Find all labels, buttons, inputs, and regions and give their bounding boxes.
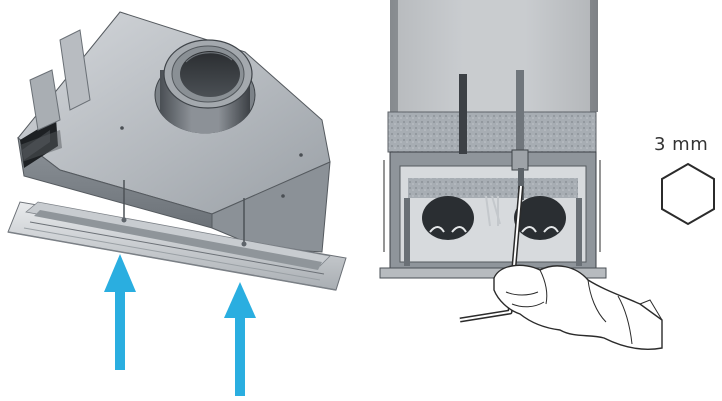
allen-key — [459, 185, 524, 323]
hexagon-icon — [661, 162, 715, 226]
hand-illustration — [493, 264, 663, 350]
cross-section — [379, 0, 607, 279]
upward-arrow-right — [224, 282, 256, 396]
upward-arrow-left — [104, 254, 136, 370]
key-size-label: 3 mm — [654, 134, 709, 155]
duct-collar — [154, 39, 256, 134]
linear-grille — [7, 180, 347, 291]
